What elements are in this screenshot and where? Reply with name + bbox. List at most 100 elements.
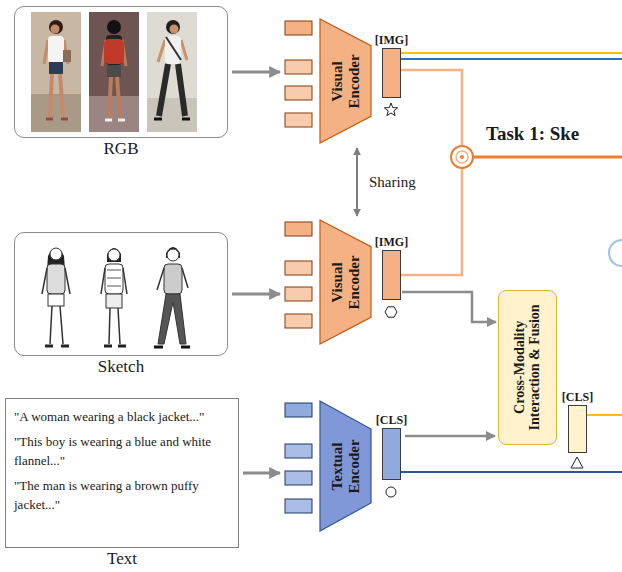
person-bag bbox=[63, 50, 71, 62]
input-token bbox=[285, 314, 312, 328]
block-label: Cross-Modality Interaction & Fusion bbox=[512, 294, 543, 440]
sketch-legs bbox=[109, 308, 120, 344]
flow-arrow bbox=[232, 293, 280, 296]
task-wire bbox=[473, 156, 622, 159]
sketch-head bbox=[50, 248, 62, 260]
feature-wire bbox=[401, 52, 622, 54]
block-label: Visual Encoder bbox=[329, 240, 362, 324]
input-token bbox=[285, 403, 312, 417]
input-token bbox=[285, 444, 312, 458]
task-label: Task 1: Ske bbox=[486, 124, 579, 145]
token-box: [IMG] bbox=[382, 48, 401, 98]
star-symbol bbox=[384, 103, 397, 116]
sketch-top bbox=[164, 264, 182, 294]
hexagon-symbol bbox=[385, 307, 397, 317]
person-hair bbox=[107, 20, 121, 34]
person-arms bbox=[102, 40, 126, 66]
sketch-arms bbox=[42, 268, 70, 294]
sketch-figure bbox=[101, 248, 127, 346]
flow-arrow bbox=[243, 472, 280, 475]
person-legs bbox=[109, 77, 120, 117]
input-token bbox=[285, 21, 312, 35]
panel-caption: Sketch bbox=[15, 357, 227, 377]
person-hair bbox=[49, 20, 63, 34]
similarity-symbol bbox=[460, 155, 464, 159]
sketch-shoes bbox=[45, 345, 69, 348]
sketch-pants bbox=[158, 294, 186, 344]
edge-label: Sharing bbox=[367, 174, 418, 191]
token-box: [CLS] bbox=[568, 405, 587, 453]
sketch-figure bbox=[42, 248, 70, 346]
flow-arrow bbox=[232, 71, 280, 74]
triangle-symbol bbox=[571, 457, 583, 468]
similarity-symbol bbox=[456, 151, 468, 163]
sketch-top bbox=[105, 264, 123, 294]
sketch-pattern bbox=[107, 270, 121, 286]
block-label: Visual Encoder bbox=[329, 39, 362, 123]
block-label: Textual Encoder bbox=[329, 424, 362, 508]
input-token bbox=[285, 287, 312, 301]
person-top bbox=[165, 36, 181, 64]
photo-floor bbox=[31, 94, 81, 132]
person-shoes bbox=[105, 119, 125, 122]
photo-floor bbox=[147, 98, 197, 132]
encoder-trapezoid bbox=[320, 19, 371, 143]
sketch-head bbox=[167, 249, 179, 261]
token-label: [CLS] bbox=[376, 414, 407, 427]
sketch-top bbox=[47, 264, 65, 294]
bag-strap bbox=[166, 37, 181, 60]
sketch-hair bbox=[107, 248, 121, 262]
encoder-block: Visual Encoder bbox=[283, 219, 373, 345]
sketch-shoes bbox=[104, 345, 126, 348]
input-token bbox=[285, 222, 312, 236]
input-token bbox=[285, 499, 312, 513]
flow-arrow bbox=[356, 148, 358, 216]
token-label: [IMG] bbox=[375, 236, 408, 249]
encoder-block: Visual Encoder bbox=[283, 18, 373, 144]
encoder-block: Textual Encoder bbox=[283, 400, 373, 532]
panel-caption: Text bbox=[6, 549, 238, 569]
input-token bbox=[285, 261, 312, 275]
text-panel: "A woman wearing a black jacket..." "This… bbox=[5, 398, 239, 548]
sketch-arms bbox=[157, 268, 188, 290]
person-legs bbox=[159, 64, 185, 116]
token-box: [IMG] bbox=[382, 250, 401, 300]
person-legs bbox=[50, 74, 63, 116]
sketch-shorts bbox=[48, 294, 64, 306]
person-hair bbox=[166, 20, 180, 34]
input-token bbox=[285, 86, 312, 100]
photo-ground bbox=[31, 12, 81, 132]
token-label: [IMG] bbox=[375, 34, 408, 47]
sketch-arms bbox=[101, 268, 127, 294]
feature-wire bbox=[401, 70, 462, 146]
similarity-symbol bbox=[609, 240, 622, 266]
fusion-block: Cross-Modality Interaction & Fusion bbox=[498, 290, 557, 445]
feature-wire bbox=[401, 471, 622, 473]
person-shoes bbox=[154, 118, 190, 121]
panel-caption: RGB bbox=[15, 139, 227, 159]
person-shorts bbox=[49, 62, 63, 74]
feature-wire bbox=[401, 58, 622, 60]
similarity-symbol bbox=[451, 146, 473, 168]
person-top bbox=[48, 36, 64, 63]
rgb-photo bbox=[31, 12, 81, 132]
rgb-photo bbox=[89, 12, 139, 132]
image-panel: RGB bbox=[14, 6, 228, 138]
sketch-shorts bbox=[106, 294, 122, 308]
caption-quote: "This boy is wearing a blue and white fl… bbox=[14, 432, 230, 471]
input-token bbox=[285, 113, 312, 127]
input-token bbox=[285, 60, 312, 74]
flow-arrow bbox=[402, 292, 496, 322]
person-face bbox=[170, 25, 179, 34]
flow-arrow bbox=[405, 435, 495, 438]
rgb-photo bbox=[147, 12, 197, 132]
feature-wire bbox=[587, 414, 622, 416]
sketch-head bbox=[108, 249, 120, 261]
caption-quote: "A woman wearing a black jacket..." bbox=[14, 407, 230, 427]
photo-ground bbox=[89, 12, 139, 132]
photo-ground bbox=[147, 12, 197, 132]
sketch-legs bbox=[50, 306, 63, 344]
circle-symbol bbox=[386, 487, 396, 497]
